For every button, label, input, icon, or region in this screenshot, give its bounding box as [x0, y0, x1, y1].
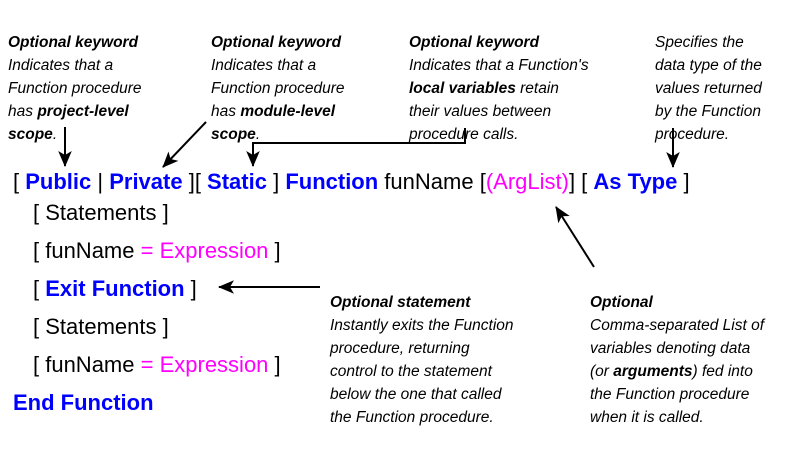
bracket-close-open: ][	[182, 169, 208, 194]
placeholder-expression: Expression	[153, 238, 269, 263]
identifier-funname: funName	[378, 169, 480, 194]
syntax-line-assign-2: [ funName = Expression ]	[33, 349, 281, 380]
annotation-as-type-body: Specifies the data type of the values re…	[655, 34, 762, 143]
syntax-line-signature: [ Public | Private ][ Static ] Function …	[13, 166, 690, 197]
annotation-exit-function-body: Instantly exits the Function procedure, …	[330, 317, 514, 426]
syntax-line-end-function: End Function	[13, 387, 154, 418]
keyword-private: Private	[109, 169, 183, 194]
keyword-static: Static	[207, 169, 267, 194]
arglist-bracket-close: ]	[568, 169, 582, 194]
annotation-public-private-header: Optional keyword	[8, 34, 139, 51]
placeholder-arglist: (ArgList)	[485, 169, 569, 194]
assign-open: [ funName	[33, 238, 141, 263]
annotation-static-locals-header: Optional keyword	[409, 34, 540, 51]
syntax-line-statements-2: [ Statements ]	[33, 311, 169, 342]
annotation-as-type: Specifies the data type of the values re…	[655, 8, 800, 146]
annotation-arglist-body: Comma-separated List of variables denoti…	[590, 317, 765, 426]
keyword-public: Public	[25, 169, 92, 194]
keyword-as-type: As Type	[593, 169, 678, 194]
assign-close: ]	[268, 352, 281, 377]
syntax-line-statements-1: [ Statements ]	[33, 197, 169, 228]
keyword-end-function: End Function	[13, 390, 154, 415]
pipe-separator: |	[91, 169, 110, 194]
keyword-function: Function	[285, 169, 379, 194]
exit-bracket-close: ]	[184, 276, 197, 301]
exit-bracket-open: [	[33, 276, 46, 301]
placeholder-statements: [ Statements ]	[33, 200, 169, 225]
assign-operator: =	[140, 352, 154, 377]
bracket-open: [	[13, 169, 26, 194]
assign-operator: =	[140, 238, 154, 263]
astype-bracket-open: [	[581, 169, 594, 194]
annotation-static-scope-header: Optional keyword	[211, 34, 342, 51]
syntax-line-exit-function: [ Exit Function ]	[33, 273, 197, 304]
placeholder-expression: Expression	[153, 352, 269, 377]
annotation-static-locals-body: Indicates that a Function's local variab…	[409, 57, 589, 143]
syntax-line-assign-1: [ funName = Expression ]	[33, 235, 281, 266]
annotation-exit-function-header: Optional statement	[330, 294, 471, 311]
keyword-exit-function: Exit Function	[45, 276, 185, 301]
assign-open: [ funName	[33, 352, 141, 377]
arrow-to-arglist-icon	[555, 206, 595, 268]
assign-close: ]	[268, 238, 281, 263]
annotation-arglist-header: Optional	[590, 294, 653, 311]
annotation-static-scope-body: Indicates that a Function procedure has …	[211, 57, 345, 143]
bracket-close: ]	[266, 169, 286, 194]
arglist-bracket-open: [	[479, 169, 486, 194]
placeholder-statements: [ Statements ]	[33, 314, 169, 339]
astype-bracket-close: ]	[677, 169, 690, 194]
annotation-public-private-body: Indicates that a Function procedure has …	[8, 57, 142, 143]
